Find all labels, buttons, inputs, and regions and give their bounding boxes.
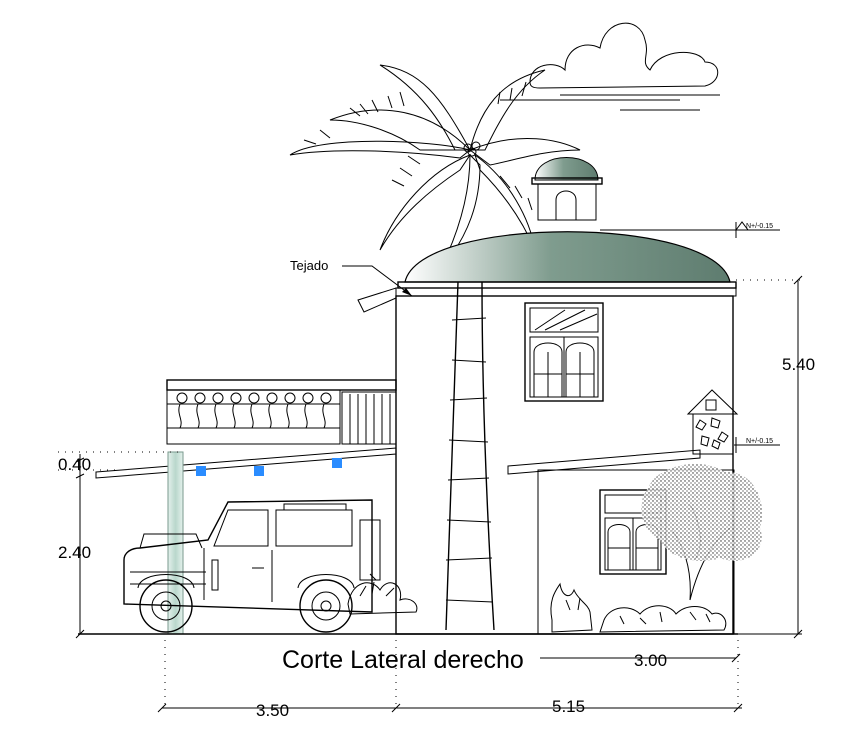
vehicle-jeep [123,499,381,633]
dim-carport-width: 3.50 [256,701,289,720]
main-house: N+/-0.15 [395,295,780,635]
dim-annex-width: 3.00 [634,651,667,670]
palm-tree [289,64,581,631]
cupola [531,157,603,221]
level-marker-top: N+/-0.15 [600,221,780,238]
dim-total-height: 5.40 [782,355,815,374]
drawing-title: Corte Lateral derecho [282,646,524,674]
level-mid-label: N+/-0.15 [746,438,773,445]
dim-house-width: 5.15 [552,697,585,716]
lamp [332,458,342,468]
dim-parapet-height: 0.40 [58,455,91,474]
level-top-label: N+/-0.15 [746,223,773,230]
main-dome [395,231,737,297]
cloud [500,22,720,111]
roof-callout: Tejado [290,258,413,297]
shrub-tree [641,464,763,601]
dimension-lines [58,275,803,713]
balustrade [166,389,397,445]
dim-ground-floor-height: 2.40 [58,543,91,562]
ground-plants [347,573,727,633]
chimney [686,389,739,455]
level-marker-mid: N+/-0.15 [734,437,780,453]
lamp [196,466,206,476]
annex [507,449,763,635]
upper-window [524,302,604,402]
lamp [254,466,264,476]
roof-label: Tejado [290,258,328,273]
